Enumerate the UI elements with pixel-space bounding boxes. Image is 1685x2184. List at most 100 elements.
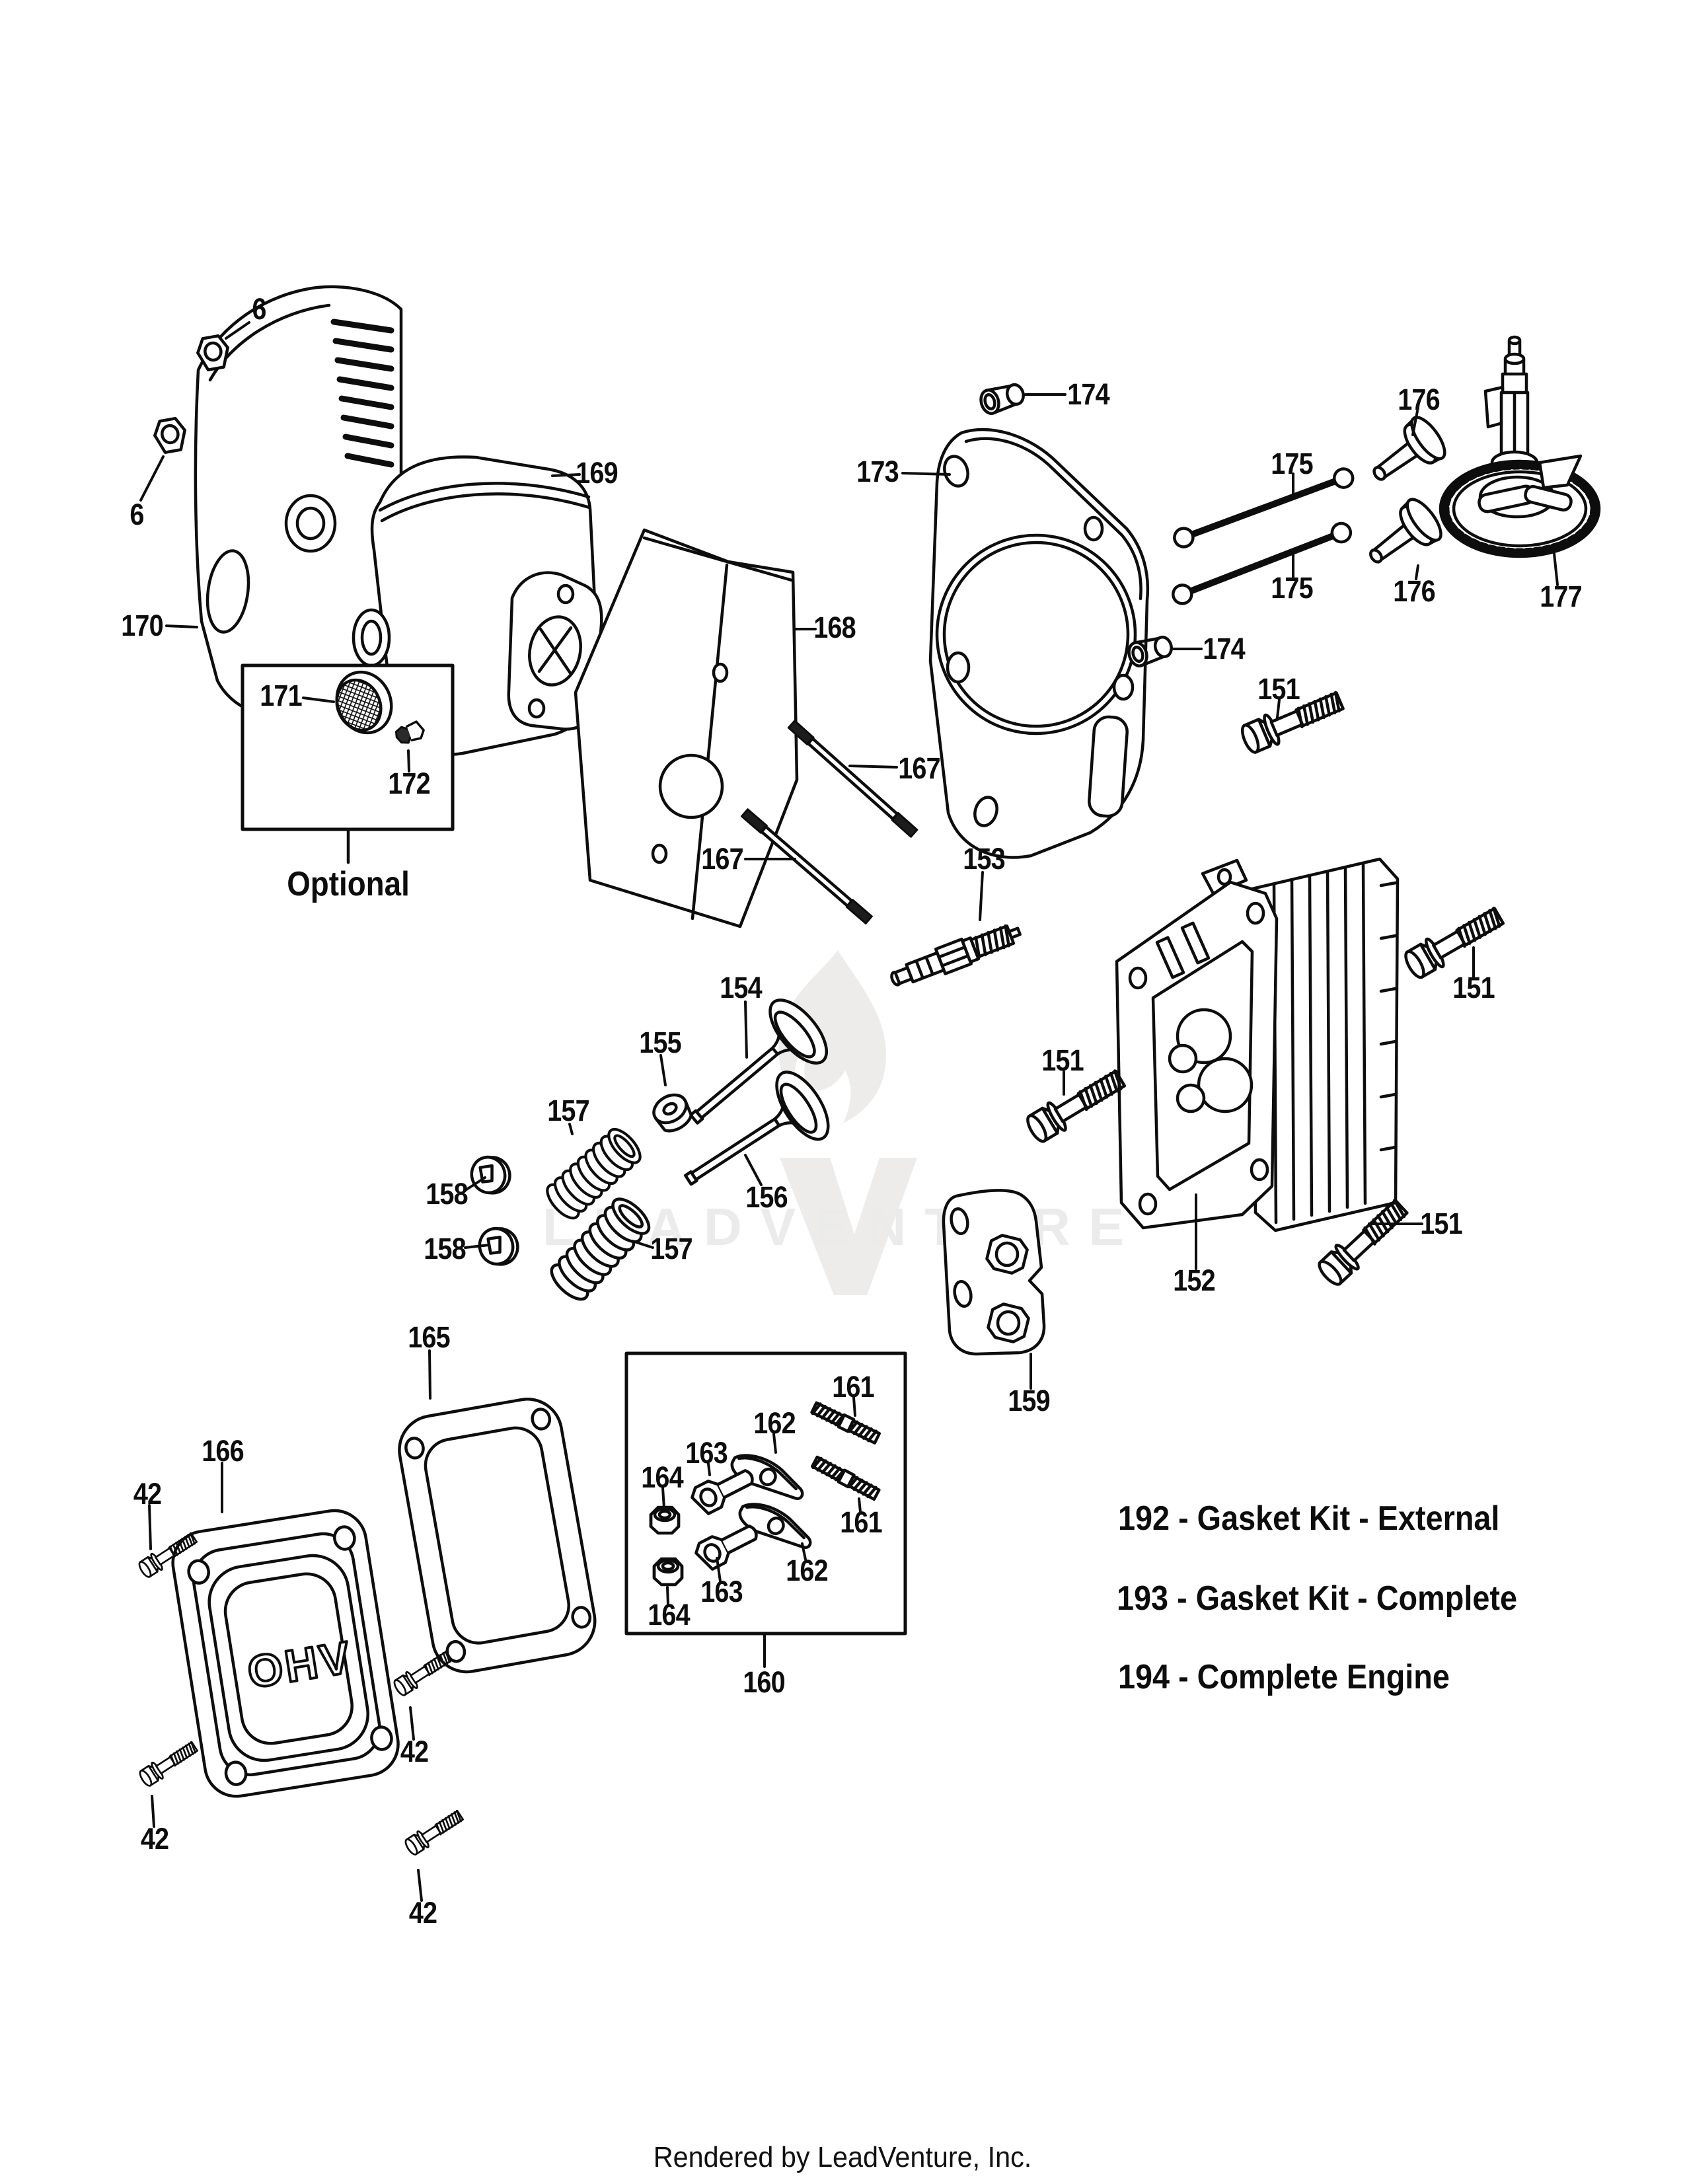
- leader-line: [302, 697, 335, 703]
- leader-line: [1415, 564, 1419, 580]
- leader-line: [661, 1487, 665, 1509]
- leader-line: [409, 1706, 415, 1741]
- part-callout-161: 161: [840, 1505, 882, 1539]
- part-callout-152: 152: [1173, 1263, 1215, 1297]
- rocker-kit-box: [624, 1351, 907, 1636]
- cylinder-head-drawing: [1115, 857, 1400, 1232]
- leader-line: [165, 624, 198, 628]
- part-callout-151: 151: [1257, 672, 1300, 706]
- part-callout-171: 171: [260, 679, 302, 712]
- leader-line: [1553, 552, 1559, 586]
- part-callout-167: 167: [701, 842, 743, 876]
- part-callout-42: 42: [140, 1822, 169, 1856]
- optional-label: Optional: [287, 865, 410, 903]
- part-callout-161: 161: [832, 1370, 874, 1404]
- part-callout-174: 174: [1203, 632, 1245, 665]
- leader-line: [744, 1154, 763, 1186]
- rocker-guide-plate-159-drawing: [942, 1189, 1046, 1356]
- leader-line: [1411, 410, 1419, 436]
- spark-arrestor-screen-drawing: [335, 670, 393, 735]
- leader-line: [631, 1240, 654, 1249]
- leader-line: [901, 472, 951, 476]
- part-callout-164: 164: [648, 1598, 690, 1632]
- part-callout-163: 163: [700, 1575, 743, 1608]
- part-callout-42: 42: [408, 1896, 437, 1930]
- part-callout-176: 176: [1393, 574, 1435, 608]
- part-callout-157: 157: [547, 1094, 589, 1127]
- camshaft-drawing: [1439, 335, 1601, 558]
- part-callout-151: 151: [1420, 1207, 1462, 1240]
- muffler-guard-drawing: [194, 285, 403, 720]
- leader-line: [852, 1396, 856, 1417]
- part-callout-162: 162: [786, 1554, 828, 1587]
- leader-line: [1276, 698, 1281, 719]
- part-callout-42: 42: [400, 1735, 429, 1768]
- optional-box: [241, 663, 455, 864]
- note-gasket-kit-complete: 193 - Gasket Kit - Complete: [1117, 1579, 1517, 1618]
- leader-line: [464, 1244, 490, 1249]
- leader-line: [707, 1462, 711, 1476]
- part-callout-158: 158: [426, 1177, 468, 1211]
- leader-line: [744, 1000, 748, 1059]
- part-callout-154: 154: [720, 971, 762, 1004]
- leader-line: [417, 1869, 423, 1902]
- part-callout-6: 6: [130, 498, 144, 531]
- valve-cover-166-drawing: OHV: [171, 1509, 400, 1798]
- leader-line: [716, 1557, 722, 1583]
- part-callout-165: 165: [408, 1320, 450, 1354]
- part-callout-157: 157: [650, 1232, 693, 1265]
- part-callout-155: 155: [639, 1026, 681, 1059]
- leader-line: [148, 1504, 152, 1550]
- part-callout-167: 167: [898, 751, 940, 785]
- leader-line: [659, 1054, 667, 1086]
- v-logo-mark: [780, 1158, 917, 1295]
- leader-line: [848, 765, 898, 769]
- leader-line: [407, 749, 410, 772]
- part-callout-163: 163: [685, 1436, 728, 1470]
- part-callout-170: 170: [121, 609, 163, 642]
- part-callout-42: 42: [133, 1477, 162, 1511]
- part-callout-166: 166: [202, 1434, 244, 1468]
- part-callout-162: 162: [753, 1406, 796, 1440]
- leader-line: [551, 473, 581, 477]
- flame-icon: [778, 950, 886, 1123]
- part-callout-151: 151: [1452, 971, 1495, 1004]
- part-callout-164: 164: [641, 1460, 683, 1494]
- exhaust-shield-plate-drawing: [574, 528, 799, 928]
- leader-line: [465, 1176, 486, 1191]
- part-callout-168: 168: [813, 611, 856, 644]
- part-callout-160: 160: [743, 1665, 785, 1699]
- spark-plug-drawing: [890, 924, 1022, 987]
- leader-line: [772, 1433, 777, 1454]
- part-callout-153: 153: [963, 842, 1005, 876]
- note-complete-engine: 194 - Complete Engine: [1118, 1658, 1450, 1696]
- part-callout-173: 173: [856, 455, 899, 488]
- head-gasket-drawing: [928, 428, 1150, 859]
- part-callout-175: 175: [1271, 447, 1313, 480]
- part-callout-174: 174: [1067, 377, 1109, 411]
- leader-line: [858, 1497, 862, 1513]
- leader-line: [151, 1795, 155, 1828]
- part-callout-172: 172: [388, 767, 430, 800]
- valve-stem-seal-155-drawing: [652, 1093, 693, 1133]
- part-callout-169: 169: [576, 456, 618, 490]
- part-callout-177: 177: [1540, 580, 1582, 613]
- part-callout-156: 156: [745, 1180, 788, 1214]
- footer-credit: Rendered by LeadVenture, Inc.: [653, 2141, 1032, 2173]
- leader-lines: [139, 321, 1559, 1902]
- leader-line: [568, 1123, 574, 1135]
- part-callout-159: 159: [1008, 1384, 1050, 1417]
- leader-line: [801, 1542, 807, 1561]
- leader-line: [979, 871, 984, 921]
- arrestor-screw-drawing: [394, 720, 425, 744]
- part-callout-151: 151: [1041, 1043, 1084, 1077]
- leader-line: [666, 1586, 669, 1606]
- valve-cover-gasket-165-drawing: [398, 1398, 597, 1674]
- part-callout-6: 6: [252, 292, 266, 326]
- part-callout-175: 175: [1271, 571, 1313, 605]
- part-callout-158: 158: [424, 1232, 466, 1265]
- part-callout-176: 176: [1398, 383, 1440, 416]
